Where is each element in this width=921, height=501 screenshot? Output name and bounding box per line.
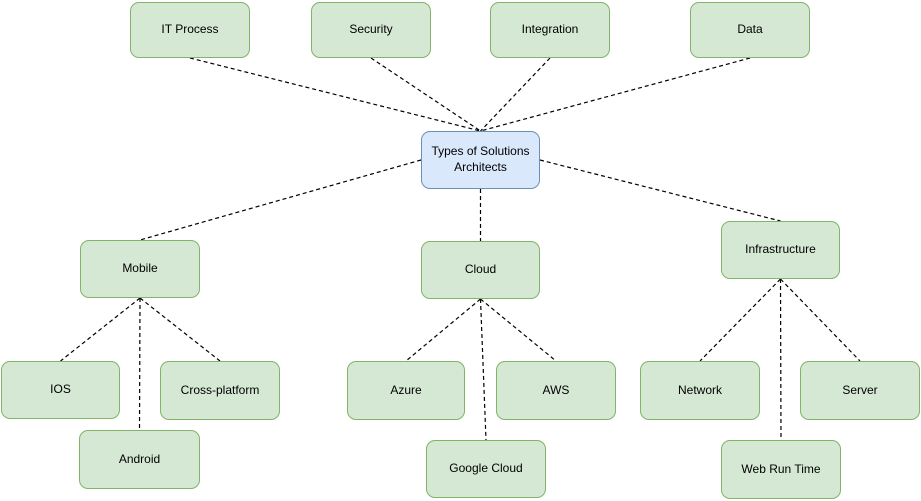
node-label-data: Data [737,22,763,37]
node-label-mobile: Mobile [122,261,158,276]
node-label-it-process: IT Process [161,22,219,37]
node-mobile[interactable]: Mobile [80,240,200,298]
edge-mobile-to-ios [60,297,141,362]
node-label-server: Server [842,382,878,397]
node-infrastructure[interactable]: Infrastructure [721,221,840,279]
node-label-aws: AWS [542,382,570,397]
edge-cloud-to-google-cloud [479,298,487,441]
node-label-google-cloud: Google Cloud [449,461,523,476]
node-label-android: Android [118,451,161,466]
node-label-web-run-time: Web Run Time [741,461,821,476]
node-network[interactable]: Network [640,361,760,420]
node-aws[interactable]: AWS [496,361,616,420]
edge-center-to-infrastructure [539,159,781,222]
edge-infrastructure-to-network [699,278,781,362]
node-label-security: Security [349,22,393,37]
edge-it-process-to-center [189,57,481,132]
node-label-azure: Azure [390,382,422,397]
node-cross-platform[interactable]: Cross-platform [160,361,280,420]
node-azure[interactable]: Azure [347,361,465,420]
edge-infrastructure-to-web-run-time [779,278,782,441]
edge-infrastructure-to-server [780,278,861,362]
edge-integration-to-center [480,57,551,132]
node-integration[interactable]: Integration [490,2,610,58]
edge-cloud-to-aws [480,298,557,362]
edge-cloud-to-azure [405,298,481,362]
edge-security-to-center [370,57,481,132]
node-data[interactable]: Data [690,2,810,58]
node-it-process[interactable]: IT Process [130,2,250,58]
edge-mobile-to-android [138,297,141,431]
node-label-cloud: Cloud [464,262,497,277]
node-server[interactable]: Server [800,361,920,420]
node-android[interactable]: Android [79,430,200,489]
edge-center-to-mobile [139,159,422,241]
node-label-center: Types of Solutions Architects [431,144,530,174]
edge-data-to-center [480,57,751,132]
node-label-cross-platform: Cross-platform [180,382,260,397]
node-cloud[interactable]: Cloud [421,241,540,299]
node-ios[interactable]: IOS [1,361,120,419]
node-google-cloud[interactable]: Google Cloud [426,440,546,498]
node-center[interactable]: Types of Solutions Architects [421,131,540,189]
node-web-run-time[interactable]: Web Run Time [721,440,841,499]
node-security[interactable]: Security [311,2,431,58]
edge-mobile-to-cross-platform [139,297,221,362]
node-label-ios: IOS [50,382,71,397]
node-label-network: Network [677,382,722,397]
node-label-infrastructure: Infrastructure [745,242,816,257]
node-label-integration: Integration [521,22,579,37]
